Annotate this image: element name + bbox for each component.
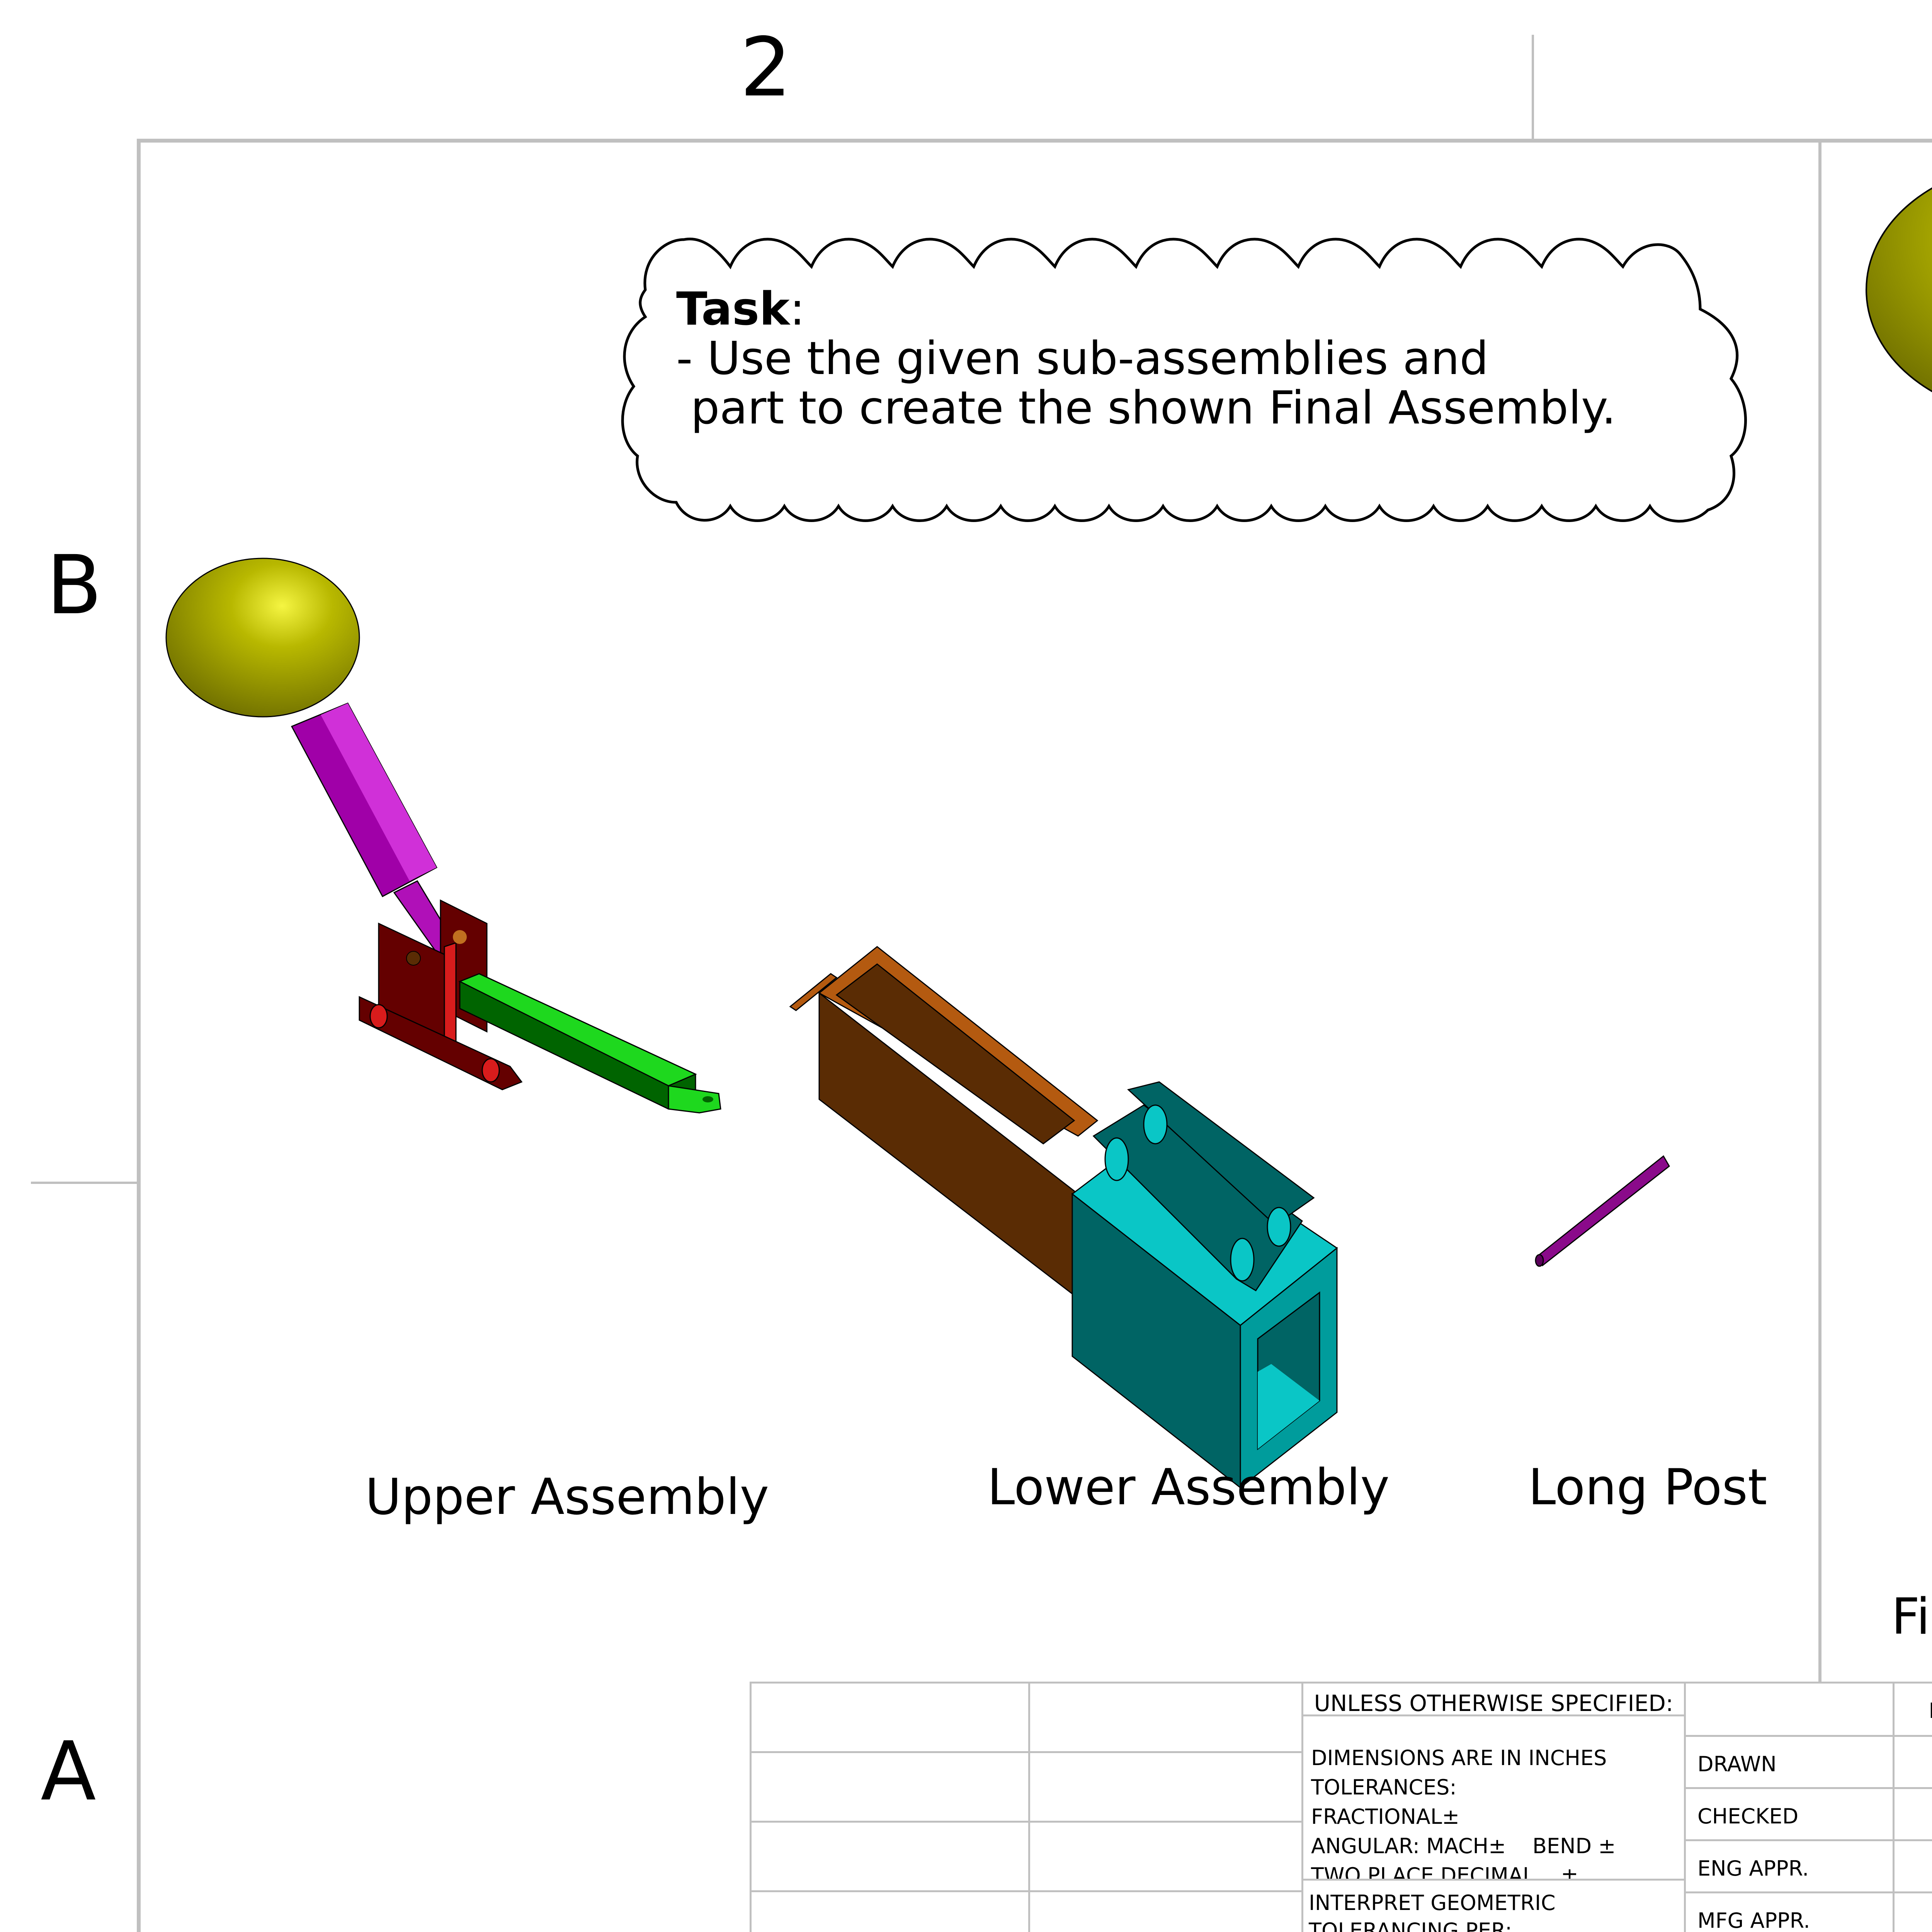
unless-specified-header: UNLESS OTHERWISE SPECIFIED: — [1314, 1690, 1673, 1716]
task-line-2: part to create the shown Final Assembly. — [676, 381, 1616, 434]
approval-row-checked: CHECKED — [1684, 1787, 1895, 1841]
upper-assembly-view — [165, 558, 721, 1114]
app-cell — [1028, 1682, 1303, 1753]
label-upper-assembly: Upper Assembly — [365, 1468, 769, 1526]
approval-row-label: MFG APPR. — [1697, 1908, 1810, 1932]
tolerance-line: TOLERANCES: — [1311, 1775, 1457, 1799]
eng-name-field[interactable] — [1893, 1839, 1932, 1893]
upper-handle — [291, 702, 476, 986]
task-cloud-callout — [621, 238, 1747, 523]
interpret-label: INTERPRET GEOMETRIC TOLERANCING PER: — [1309, 1891, 1556, 1932]
unless-specified-cell: UNLESS OTHERWISE SPECIFIED: — [1301, 1682, 1686, 1716]
approval-header-blank — [1684, 1682, 1895, 1737]
approval-name-header: NAME — [1893, 1682, 1932, 1737]
name-column-label: NAME — [1895, 1699, 1932, 1723]
label-lower-assembly: Lower Assembly — [987, 1459, 1390, 1516]
app-cell — [1028, 1890, 1303, 1932]
app-cell — [1028, 1751, 1303, 1823]
label-long-post: Long Post — [1528, 1459, 1767, 1516]
app-cell — [750, 1821, 1030, 1892]
zone-tick-top — [1532, 35, 1534, 139]
tolerances-cell: DIMENSIONS ARE IN INCHES TOLERANCES: FRA… — [1301, 1714, 1686, 1917]
long-post — [1535, 1155, 1670, 1267]
view-divider — [1818, 139, 1821, 1682]
final-knob — [1866, 187, 1932, 393]
drawing-border — [137, 139, 1932, 1932]
approval-row-label: ENG APPR. — [1697, 1856, 1809, 1881]
approval-row-drawn: DRAWN — [1684, 1735, 1895, 1789]
zone-label-left-b: B — [46, 538, 102, 633]
app-cell — [750, 1751, 1030, 1823]
tolerance-line: ANGULAR: MACH± BEND ± — [1311, 1834, 1616, 1858]
checked-name-field[interactable] — [1893, 1787, 1932, 1841]
approval-row-mfg: MFG APPR. — [1684, 1891, 1895, 1932]
app-cell — [750, 1890, 1030, 1932]
approval-row-label: CHECKED — [1697, 1804, 1799, 1828]
long-post-view — [1535, 1155, 1670, 1267]
upper-knob — [165, 558, 360, 718]
tolerance-line: DIMENSIONS ARE IN INCHES — [1311, 1746, 1607, 1770]
app-cell — [750, 1682, 1030, 1753]
interpret-cell: INTERPRET GEOMETRIC TOLERANCING PER: — [1301, 1879, 1686, 1932]
zone-label-left-a: A — [41, 1724, 96, 1819]
approval-row-label: DRAWN — [1697, 1752, 1777, 1776]
drawn-name-field[interactable] — [1893, 1735, 1932, 1789]
lower-assembly-view — [789, 946, 1338, 1489]
zone-label-top-2: 2 — [740, 20, 792, 115]
lower-housing — [1071, 1081, 1338, 1489]
task-title: Task — [676, 282, 790, 335]
task-title-colon: : — [789, 282, 805, 335]
approval-row-eng: ENG APPR. — [1684, 1839, 1895, 1893]
final-assembly-view — [1866, 187, 1932, 393]
lower-channel — [789, 946, 1099, 1300]
zone-tick-left — [31, 1182, 137, 1184]
task-note-text: Task: - Use the given sub-assemblies and… — [676, 284, 1616, 432]
label-final-assembly: Final Assembly — [1891, 1588, 1932, 1646]
task-line-1: - Use the given sub-assemblies and — [676, 332, 1489, 385]
upper-lever — [458, 973, 721, 1114]
tolerance-line: FRACTIONAL± — [1311, 1804, 1460, 1829]
app-cell — [1028, 1821, 1303, 1892]
mfg-name-field[interactable] — [1893, 1891, 1932, 1932]
